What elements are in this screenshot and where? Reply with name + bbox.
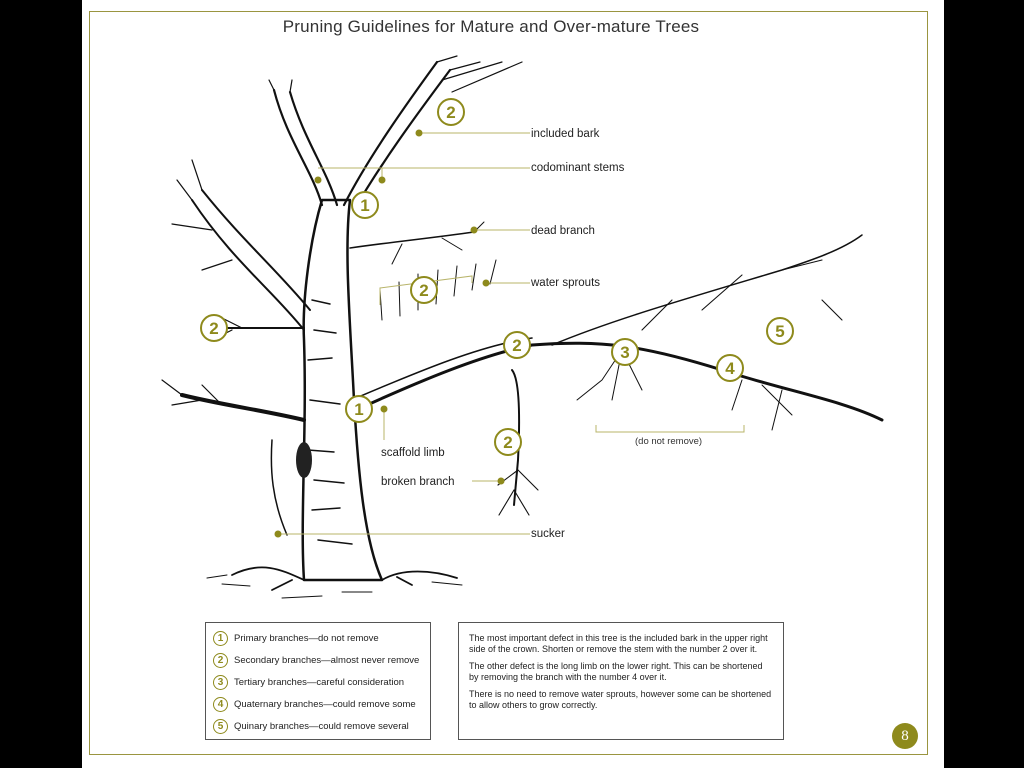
page-title: Pruning Guidelines for Mature and Over-m… [282,17,700,36]
label-sucker: sucker [531,528,565,540]
page-number-badge: 8 [892,723,918,749]
legend-badge: 2 [213,652,228,668]
legend-item-quinary: 5 Quinary branches—could remove several [213,716,409,736]
label-included-bark: included bark [531,128,600,140]
marker-broken-secondary-number: 2 [503,433,512,452]
note-paragraph: The other defect is the long limb on the… [469,661,763,682]
marker-limb-secondary-number: 2 [512,336,521,355]
page-frame [89,11,928,755]
label-do-not-remove: (do not remove) [635,436,702,447]
pruning-notes: The most important defect in this tree i… [458,622,784,740]
marker-broken-secondary: 2 [494,428,522,456]
marker-limb-quinary: 5 [766,317,794,345]
marker-water-sprouts-secondary: 2 [410,276,438,304]
label-scaffold-limb: scaffold limb [381,447,445,459]
marker-top-secondary: 2 [437,98,465,126]
legend-text: Secondary branches—almost never remove [234,654,420,666]
legend-badge: 4 [213,696,228,712]
branch-markers: 2 1 2 2 2 3 5 [200,98,794,456]
label-dead-branch: dead branch [531,225,595,237]
marker-limb-tertiary-number: 3 [620,343,629,362]
legend-text: Primary branches—do not remove [234,632,379,644]
marker-limb-quinary-number: 5 [775,322,784,341]
legend-item-quaternary: 4 Quaternary branches—could remove some [213,694,416,714]
legend-text: Quinary branches—could remove several [234,720,409,732]
note-paragraph: There is no need to remove water sprouts… [469,689,772,710]
label-broken-branch: broken branch [381,476,455,488]
legend-badge: 1 [213,630,228,646]
document-page: Pruning Guidelines for Mature and Over-m… [82,0,944,768]
marker-limb-secondary: 2 [503,331,531,359]
marker-limb-quaternary-number: 4 [725,359,735,378]
marker-top-secondary-number: 2 [446,103,455,122]
legend-badge: 3 [213,674,228,690]
legend-item-secondary: 2 Secondary branches—almost never remove [213,650,419,670]
branch-legend: 1 Primary branches—do not remove 2 Secon… [205,622,431,740]
marker-scaffold-primary-number: 1 [354,400,363,419]
marker-limb-quaternary: 4 [716,354,744,382]
marker-codominant-primary: 1 [351,191,379,219]
legend-text: Quaternary branches—could remove some [234,698,416,710]
marker-left-secondary-number: 2 [209,319,218,338]
legend-item-tertiary: 3 Tertiary branches—careful consideratio… [213,672,404,692]
callout-labels: included bark codominant stems dead bran… [381,128,702,540]
legend-badge: 5 [213,718,228,734]
marker-water-sprouts-secondary-number: 2 [419,281,428,300]
label-water-sprouts: water sprouts [530,277,600,289]
marker-limb-tertiary: 3 [611,338,639,366]
marker-left-secondary: 2 [200,314,228,342]
label-codominant-stems: codominant stems [531,162,625,174]
marker-scaffold-primary: 1 [345,395,373,423]
legend-item-primary: 1 Primary branches—do not remove [213,628,379,648]
marker-codominant-primary-number: 1 [360,196,369,215]
note-paragraph: The most important defect in this tree i… [469,633,768,654]
legend-text: Tertiary branches—careful consideration [234,676,405,688]
tree-diagram: included bark codominant stems dead bran… [161,55,884,599]
callout-dots [274,129,505,538]
